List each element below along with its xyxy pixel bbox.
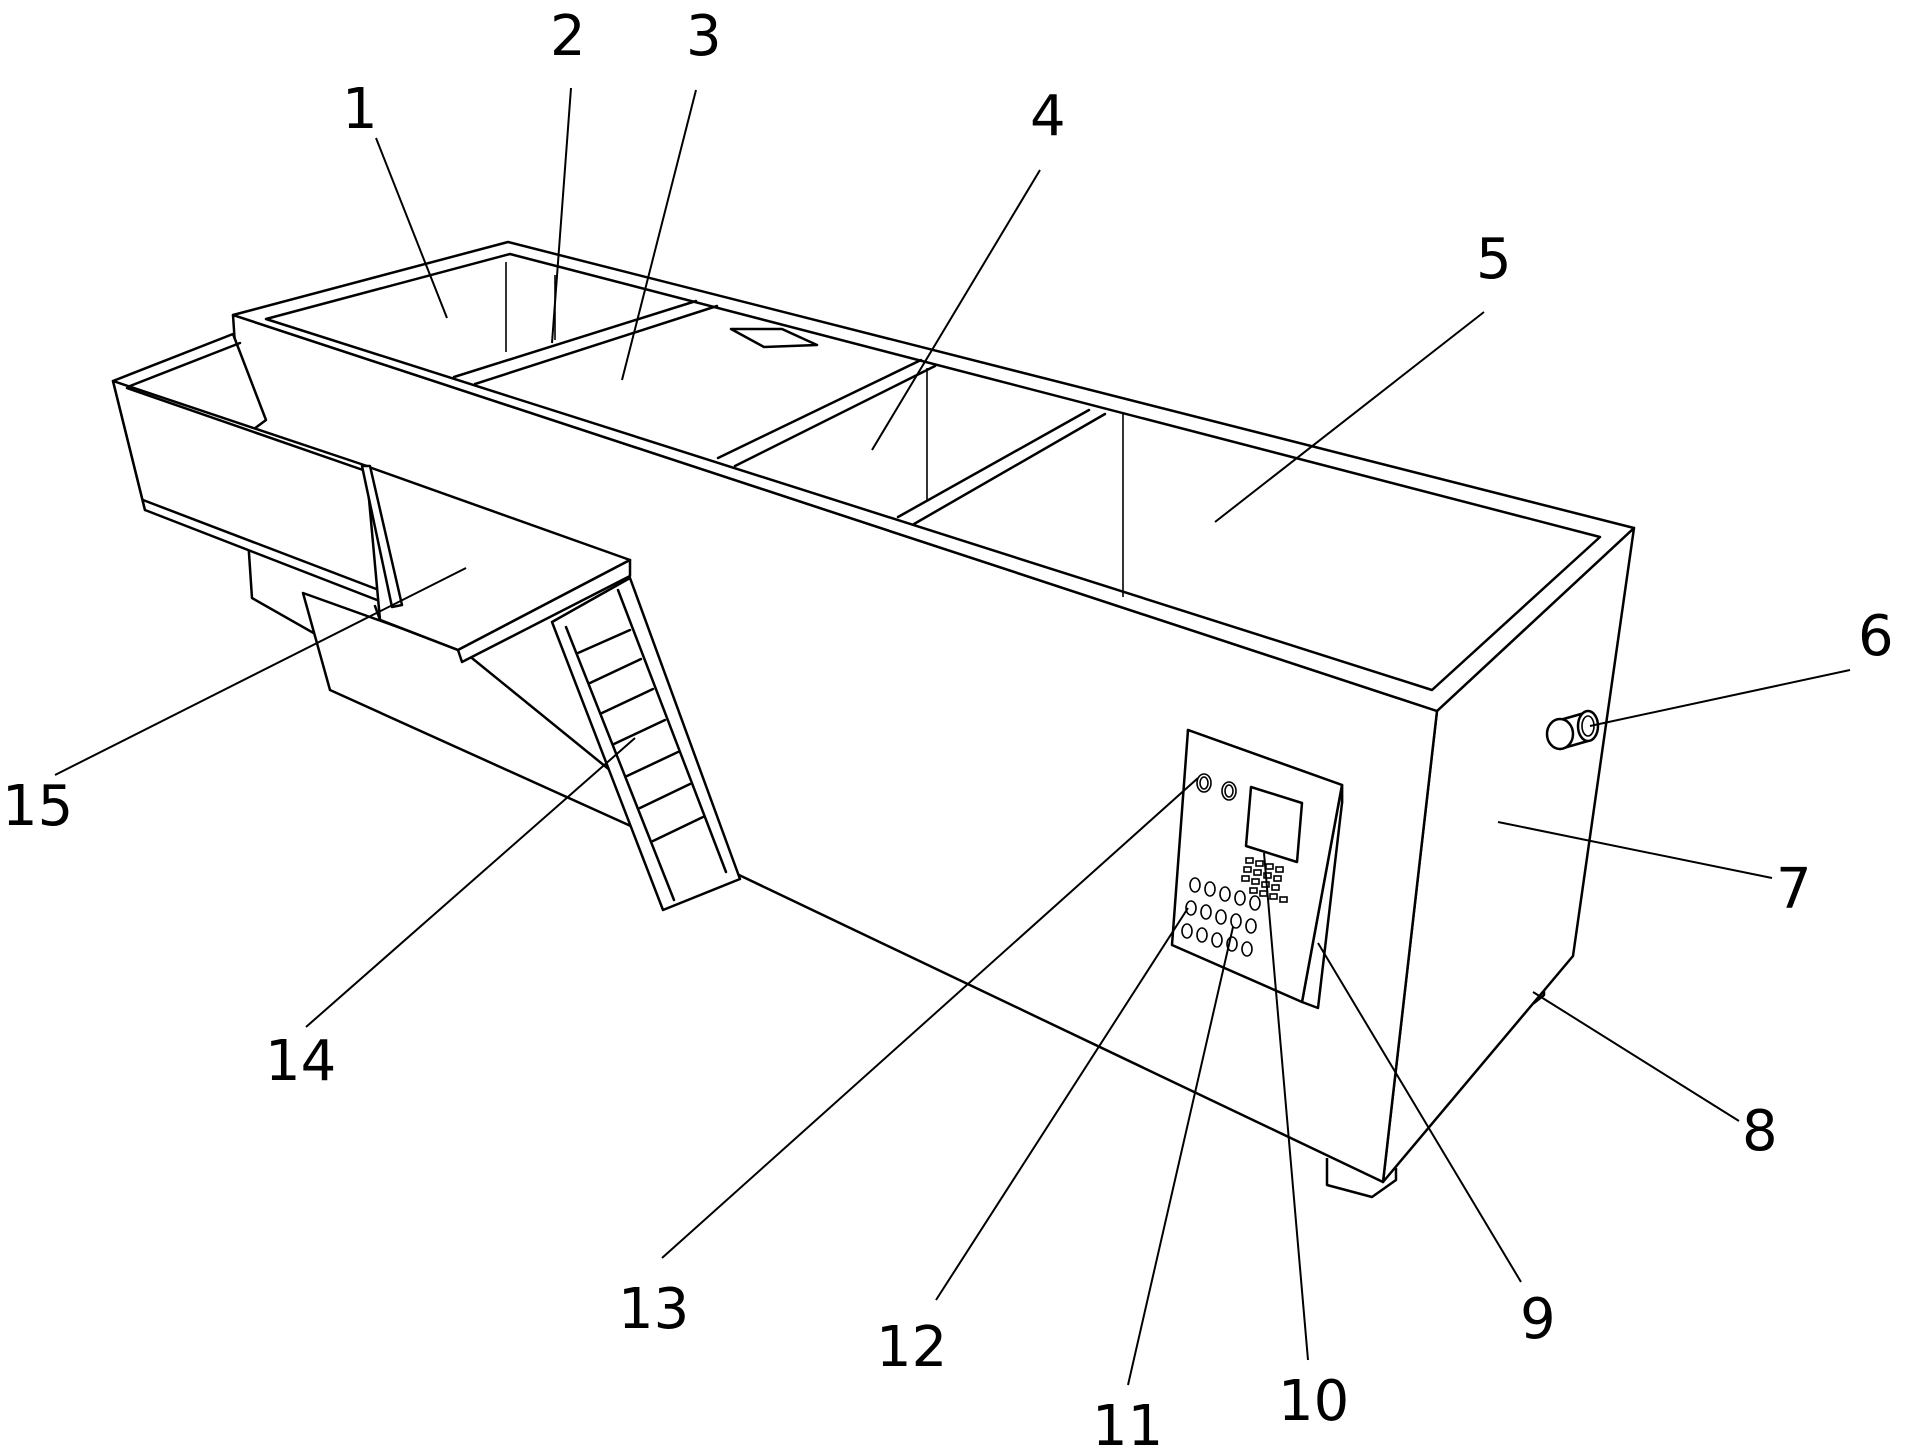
label-3: 3 (686, 4, 722, 69)
label-2: 2 (550, 4, 586, 69)
indicator-light (1221, 781, 1237, 801)
label-15: 15 (2, 774, 73, 839)
ladder (550, 576, 742, 912)
outlet-pipe (1545, 709, 1600, 751)
label-7: 7 (1776, 857, 1812, 922)
label-14: 14 (265, 1029, 336, 1094)
label-9: 9 (1520, 1287, 1556, 1352)
leader-lines (54, 87, 1851, 1386)
label-10: 10 (1278, 1369, 1349, 1434)
label-13: 13 (618, 1277, 689, 1342)
label-12: 12 (876, 1315, 947, 1380)
control-buttons (1181, 877, 1261, 957)
label-1: 1 (342, 77, 378, 142)
label-11: 11 (1092, 1394, 1163, 1448)
label-5: 5 (1476, 227, 1512, 292)
indicator-light (1196, 773, 1212, 793)
label-4: 4 (1030, 84, 1066, 149)
label-8: 8 (1742, 1099, 1778, 1164)
compartment-partitions (452, 262, 1124, 597)
tank-inner-opening (264, 252, 1602, 692)
control-panel (1170, 728, 1344, 1010)
label-6: 6 (1858, 604, 1894, 669)
keypad-keys (1241, 857, 1288, 903)
display-screen (1244, 785, 1304, 864)
callout-labels: 1 2 3 4 5 6 7 8 9 10 11 12 13 14 15 (2, 4, 1894, 1453)
